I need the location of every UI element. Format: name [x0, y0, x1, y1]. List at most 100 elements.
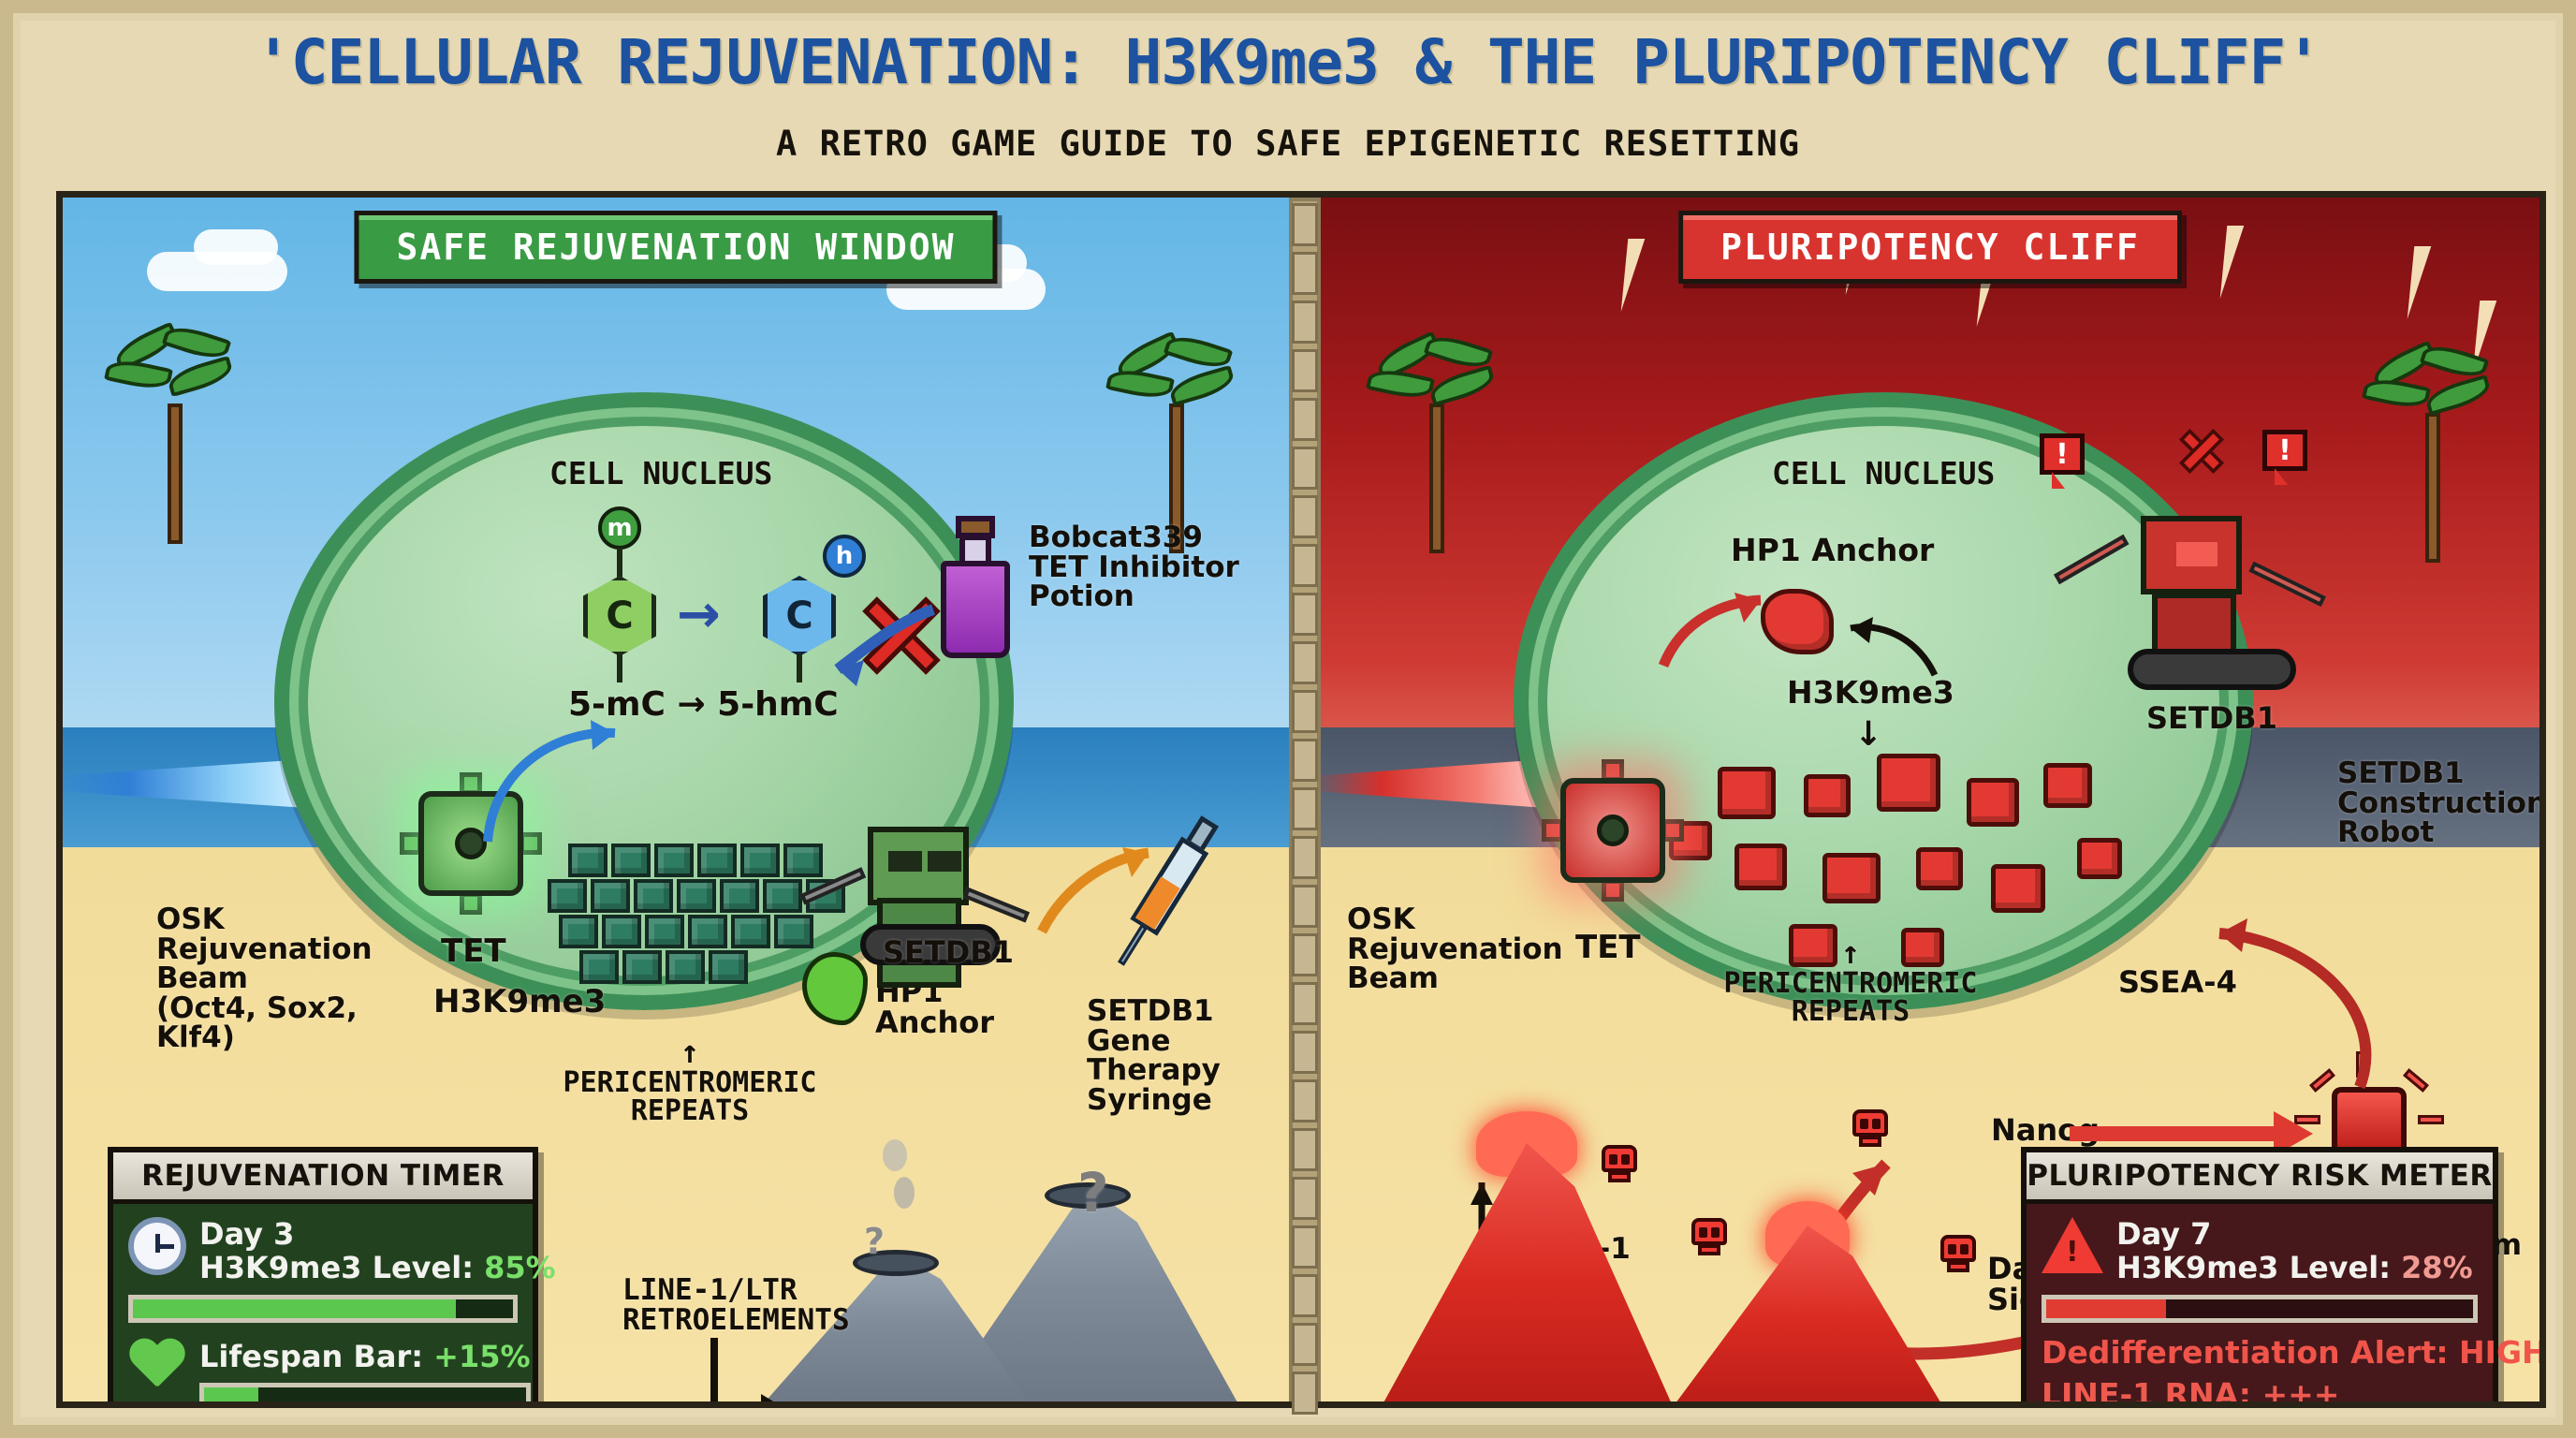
rejuvenation-timer-hud: REJUVENATION TIMER Day 3 H3K9me3 Level: … — [108, 1147, 556, 1401]
timer-day: Day 3 — [199, 1216, 295, 1252]
pluripotency-risk-meter-hud: PLURIPOTENCY RISK METER Day 7 H3K9me3 Le… — [2021, 1147, 2539, 1401]
line1-rna-row: LINE-1 RNA: +++ — [2042, 1376, 2478, 1401]
ssea4-label: SSEA-4 — [2118, 964, 2237, 1000]
danger-signal-skull-icon — [1691, 1218, 1727, 1255]
tet-label: TET — [441, 932, 506, 970]
question-mark-icon: ? — [864, 1221, 886, 1262]
risk-day: Day 7 — [2116, 1216, 2212, 1252]
retroelements-line: LINE-1/LTR — [622, 1273, 798, 1307]
syringe-label-line: Gene Therapy — [1087, 1023, 1221, 1088]
hp1-label-line: Anchor — [875, 1004, 995, 1040]
bond-line — [617, 548, 622, 580]
warning-triangle-icon — [2042, 1217, 2103, 1273]
retroelements-label: LINE-1/LTR RETROELEMENTS — [622, 1273, 850, 1337]
robot-label-line: Robot — [2337, 815, 2435, 850]
danger-signal-skull-icon — [1852, 1109, 1888, 1147]
palm-tree-icon — [1366, 330, 1498, 553]
palm-tree-icon — [104, 320, 236, 544]
bobcat339-potion-icon — [941, 516, 1010, 658]
pluripotency-risk-title: PLURIPOTENCY RISK METER — [2027, 1152, 2493, 1204]
h3k9me3-label-safe: H3K9me3 — [433, 983, 607, 1020]
page-subtitle: A RETRO GAME GUIDE TO SAFE EPIGENETIC RE… — [776, 124, 1800, 164]
panel-divider — [1289, 198, 1321, 1415]
arrow-up-icon: ↑ — [680, 1034, 700, 1071]
lifespan-progress-bar — [199, 1383, 531, 1401]
question-mark-icon: ? — [1077, 1161, 1109, 1225]
cloud-icon — [194, 229, 278, 265]
syringe-arrow-curve — [1037, 847, 1149, 934]
syringe-label-line: SETDB1 — [1087, 994, 1214, 1028]
beam-label-line: Klf4) — [156, 1020, 235, 1055]
panel-safe-rejuvenation: SAFE REJUVENATION WINDOW CELL NUCLEUS m … — [63, 198, 1289, 1401]
dedifferentiation-alert-row: Dedifferentiation Alert: HIGH — [2042, 1333, 2539, 1371]
lifespan-value: +15% — [433, 1338, 531, 1374]
reaction-label: 5-mC → 5-hmC — [568, 685, 839, 724]
hp1-anchor-icon-danger — [1761, 589, 1834, 654]
setdb1-syringe-label: SETDB1 Gene Therapy Syringe — [1087, 994, 1289, 1115]
pericentromeric-line: PERICENTROMERIC — [1723, 966, 1978, 1000]
robot-label-line: SETDB1 — [2337, 756, 2465, 790]
lifespan-label: Lifespan Bar: — [199, 1338, 424, 1374]
robot-label-line: Construction — [2337, 785, 2539, 820]
h3k9me3-progress-bar — [128, 1294, 518, 1323]
potion-label-line: Potion — [1029, 580, 1134, 614]
hp1-anchor-icon-safe — [802, 952, 868, 1025]
h3k9me3-level-value-danger: 28% — [2401, 1250, 2473, 1286]
h3k9me3-level-row-danger: H3K9me3 Level: 28% — [2116, 1251, 2473, 1284]
beam-label-line: OSK — [156, 902, 225, 936]
beam-label-line: Beam — [1347, 961, 1439, 996]
cell-nucleus-label-danger: CELL NUCLEUS — [1772, 455, 1996, 492]
danger-signal-skull-icon — [1602, 1145, 1637, 1182]
potion-label-line: Bobcat339 — [1029, 521, 1203, 554]
alarm-feedback-arrow-top — [2218, 918, 2372, 1090]
h3k9me3-level-label-danger: H3K9me3 Level: — [2116, 1250, 2391, 1286]
h3k9me3-loss-arrow — [1850, 617, 1939, 677]
beam-label-line: Rejuvenation — [156, 932, 373, 966]
danger-signal-skull-icon — [1940, 1235, 1976, 1272]
alarm-trigger-arrow — [2070, 1111, 2313, 1156]
line1-rna-hud-label: LINE-1 RNA: — [2042, 1375, 2251, 1401]
cell-nucleus-label: CELL NUCLEUS — [549, 455, 773, 492]
beam-label-line: Rejuvenation — [1347, 932, 1563, 966]
osk-beam-label-safe: OSK Rejuvenation Beam (Oct4, Sox2, Klf4) — [156, 902, 373, 1055]
tet-label-danger: TET — [1575, 929, 1641, 966]
arrow-down-icon: ↓ — [1854, 715, 1883, 754]
blocked-x-icon-danger — [2177, 427, 2226, 476]
dormant-volcano-front — [755, 1250, 1036, 1401]
erupting-volcano-right — [1667, 1201, 1948, 1401]
badge-pluripotency-cliff: PLURIPOTENCY CLIFF — [1678, 211, 2182, 284]
lifespan-row: Lifespan Bar: +15% — [199, 1340, 531, 1373]
potion-arrow-curve — [834, 604, 936, 686]
osk-beam-label-danger: OSK Rejuvenation Beam — [1347, 902, 1563, 996]
badge-safe-rejuvenation-window: SAFE REJUVENATION WINDOW — [354, 211, 998, 284]
alert-bubble-icon: ! — [2040, 433, 2085, 489]
beam-label-line: Beam — [156, 961, 248, 996]
dedifferentiation-alert-label: Dedifferentiation Alert: — [2042, 1333, 2449, 1371]
bobcat339-potion-label: Bobcat339 TET Inhibitor Potion — [1029, 521, 1239, 614]
nanog-marker-icon — [2025, 1051, 2062, 1102]
tet-gear-icon-danger — [1542, 759, 1684, 902]
h3k9me3-level-label: H3K9me3 Level: — [199, 1250, 474, 1286]
pericentromeric-line: PERICENTROMERIC — [563, 1065, 817, 1099]
erupting-volcano-left — [1377, 1111, 1676, 1401]
hydroxyl-tag-icon: h — [823, 535, 866, 578]
h3k9me3-level-value: 85% — [484, 1250, 556, 1286]
setdb1-robot-safe — [799, 827, 1032, 988]
bond-line — [617, 654, 622, 682]
smoke-plume-icon — [883, 1139, 907, 1171]
bond-line — [797, 654, 802, 682]
beam-label-line: OSK — [1347, 902, 1415, 936]
h3k9me3-progress-bar-danger — [2042, 1294, 2478, 1323]
retroelements-line: RETROELEMENTS — [622, 1302, 850, 1337]
setdb1-label-safe: SETDB1 — [883, 934, 1014, 970]
palm-tree-icon — [2362, 339, 2494, 563]
setdb1-robot-danger — [2054, 516, 2326, 694]
line1-rna-hud-value: +++ — [2261, 1375, 2340, 1401]
setdb1-robot-label: SETDB1 Construction Robot — [2337, 756, 2539, 850]
beam-label-line: (Oct4, Sox2, — [156, 990, 358, 1025]
panel-pluripotency-cliff: PLURIPOTENCY CLIFF CELL NUCLEUS HP1 Anch… — [1321, 198, 2539, 1401]
pericentromeric-repeats-label-safe: ↑ PERICENTROMERIC REPEATS — [531, 1036, 849, 1126]
alert-bubble-icon: ! — [2262, 430, 2307, 485]
pericentromeric-repeats-label-danger: ↑ PERICENTROMERIC REPEATS — [1691, 937, 2010, 1027]
